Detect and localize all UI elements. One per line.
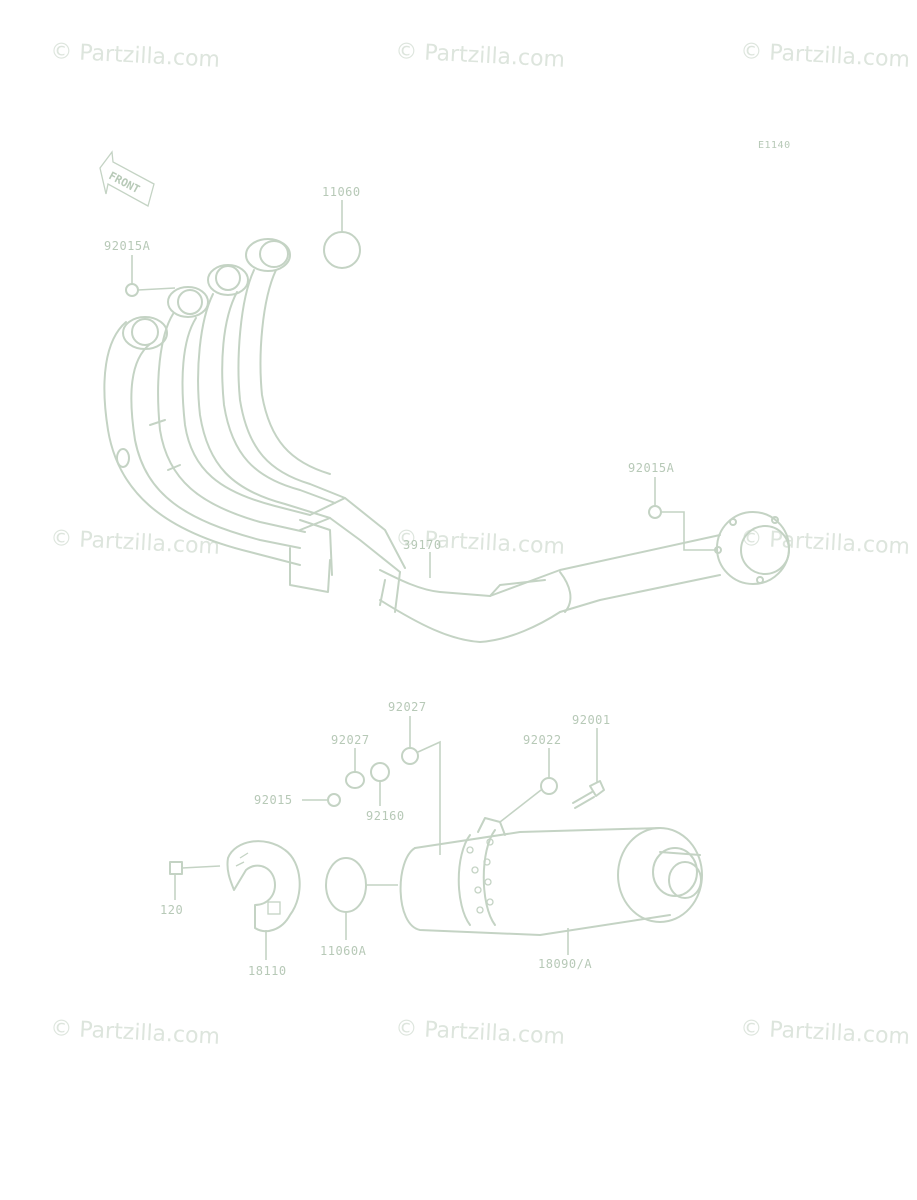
watermark: © Partzilla.com <box>395 39 566 73</box>
nut-92015a-right <box>648 505 662 519</box>
washer-92027-lower <box>345 771 365 789</box>
label-92015a-top: 92015A <box>104 239 151 253</box>
screw-120 <box>169 861 183 875</box>
watermark: © Partzilla.com <box>50 39 221 73</box>
front-arrow-icon: FRONT <box>99 150 155 207</box>
label-18090a: 18090/A <box>538 957 592 971</box>
watermark: © Partzilla.com <box>740 1016 911 1050</box>
bolt-92001 <box>572 780 605 809</box>
label-92001: 92001 <box>572 713 611 727</box>
exhaust-header-pipes <box>103 238 790 643</box>
label-92022: 92022 <box>523 733 562 747</box>
front-label: FRONT <box>107 169 143 196</box>
diagram-code: E1140 <box>758 140 791 151</box>
label-92027-upper: 92027 <box>388 700 427 714</box>
watermark-layer: © Partzilla.com © Partzilla.com © Partzi… <box>50 39 911 1050</box>
label-92015: 92015 <box>254 793 293 807</box>
gasket-11060 <box>323 231 361 269</box>
nut-92015a-top <box>125 283 139 297</box>
cover-18110 <box>226 840 301 933</box>
washer-92022 <box>540 777 558 795</box>
watermark: © Partzilla.com <box>50 526 221 560</box>
label-18110: 18110 <box>248 964 287 978</box>
watermark: © Partzilla.com <box>395 1016 566 1050</box>
washer-92027-upper <box>401 747 419 765</box>
gasket-11060a <box>325 857 367 913</box>
watermark: © Partzilla.com <box>740 526 911 560</box>
label-120: 120 <box>160 903 183 917</box>
label-39170: 39170 <box>403 538 442 552</box>
label-92027-lower: 92027 <box>331 733 370 747</box>
watermark: © Partzilla.com <box>740 39 911 73</box>
grommet-92160 <box>370 762 390 782</box>
nut-92015 <box>327 793 341 807</box>
watermark: © Partzilla.com <box>50 1016 221 1050</box>
label-11060: 11060 <box>322 185 361 199</box>
label-92015a-right: 92015A <box>628 461 675 475</box>
label-11060a: 11060A <box>320 944 367 958</box>
label-92160: 92160 <box>366 809 405 823</box>
muffler <box>399 817 703 936</box>
